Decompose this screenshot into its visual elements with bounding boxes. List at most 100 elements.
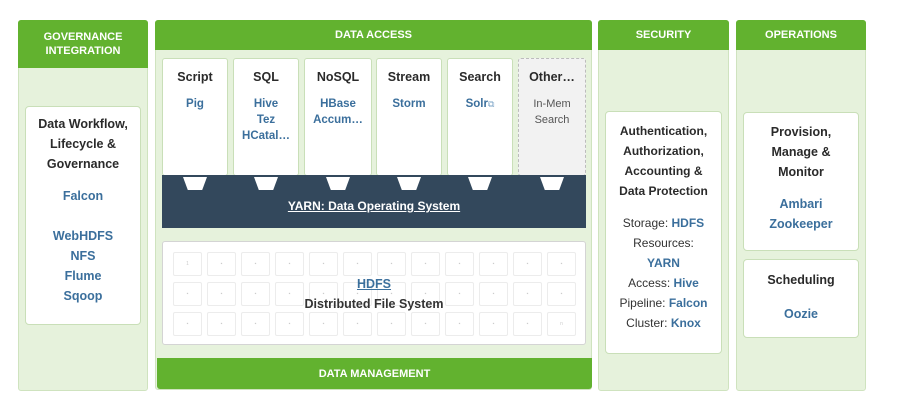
operations-card: Provision, Manage & Monitor Ambari Zooke… (743, 112, 859, 251)
webhdfs-link[interactable]: WebHDFS (52, 229, 114, 243)
hdfs-node-cell: ▪ (275, 252, 304, 276)
yarn-link[interactable]: YARN: Data Operating System (287, 199, 461, 213)
hdfs-node-cell: ▪ (377, 282, 406, 306)
governance-title-line: Governance (46, 157, 120, 171)
hdfs-node-cell: ▪ (411, 252, 440, 276)
accumulo-link[interactable]: Accum… (313, 114, 363, 126)
hcatalog-link[interactable]: HCatal… (242, 130, 290, 142)
governance-header: GOVERNANCE INTEGRATION (18, 20, 148, 68)
hdfs-node-cell: ▪ (309, 282, 338, 306)
governance-title-line: Lifecycle & (49, 137, 116, 151)
solr-link[interactable]: Solr (465, 98, 488, 110)
storage-hdfs-link[interactable]: HDFS (671, 216, 705, 230)
operations-title-line: Provision, (770, 125, 832, 139)
hdfs-node-cell: ▪ (513, 312, 542, 336)
scheduling-card: Scheduling Oozie (743, 259, 859, 338)
operations-column: OPERATIONS Provision, Manage & Monitor A… (736, 20, 866, 391)
pipeline-falcon-link[interactable]: Falcon (668, 296, 708, 310)
governance-column: GOVERNANCE INTEGRATION Data Workflow, Li… (18, 20, 148, 391)
pipeline-label: Pipeline: (619, 296, 666, 310)
hdfs-node-cell: ▪ (343, 312, 372, 336)
nfs-link[interactable]: NFS (70, 249, 96, 263)
hdfs-node-cell: ▪ (377, 312, 406, 336)
hdfs-node-cell: ▪ (513, 282, 542, 306)
external-link-icon[interactable]: ⧉ (487, 99, 495, 109)
hdfs-node-cell: ▪ (513, 252, 542, 276)
flume-link[interactable]: Flume (64, 269, 102, 283)
data-access-header: DATA ACCESS (155, 20, 592, 50)
hdfs-node-cell: ▪ (547, 282, 576, 306)
security-title-line: Accounting & (624, 164, 703, 178)
hdfs-node-cell: ▪ (241, 252, 270, 276)
pig-link[interactable]: Pig (186, 98, 204, 110)
funnel-icon (326, 177, 350, 190)
resources-yarn-link[interactable]: YARN (647, 256, 680, 270)
hbase-link[interactable]: HBase (320, 98, 356, 110)
resources-label: Resources: (633, 236, 694, 250)
hdfs-node-cell: ▪ (479, 282, 508, 306)
hdfs-node-cell: ▪ (445, 252, 474, 276)
hdfs-node-cell: n (547, 312, 576, 336)
hdfs-grid: 1▪▪▪▪▪▪▪▪▪▪▪▪▪▪▪▪▪▪▪▪▪▪▪▪▪▪▪▪▪▪▪▪▪▪n (162, 241, 586, 345)
zookeeper-link[interactable]: Zookeeper (769, 217, 833, 231)
cluster-knox-link[interactable]: Knox (670, 316, 701, 330)
governance-title-line: Data Workflow, (38, 117, 128, 131)
hdfs-node-cell: ▪ (241, 312, 270, 336)
engine-nosql[interactable]: NoSQL HBase Accum… (304, 58, 372, 176)
funnel-icon (397, 177, 421, 190)
access-hive-link[interactable]: Hive (673, 276, 699, 290)
hdfs-node-cell: ▪ (173, 282, 202, 306)
cluster-label: Cluster: (626, 316, 668, 330)
hdfs-subtitle: Distributed File System (304, 297, 444, 311)
hdfs-node-cell: ▪ (445, 312, 474, 336)
security-column: SECURITY Authentication, Authorization, … (598, 20, 729, 391)
yarn-layer (162, 175, 586, 228)
security-title-line: Authorization, (623, 144, 704, 158)
funnel-icon (183, 177, 207, 190)
oozie-link[interactable]: Oozie (783, 307, 819, 321)
ambari-link[interactable]: Ambari (779, 197, 823, 211)
hdfs-node-cell: ▪ (411, 312, 440, 336)
sqoop-link[interactable]: Sqoop (63, 289, 103, 303)
storm-link[interactable]: Storm (392, 98, 426, 110)
hdfs-node-cell: ▪ (479, 312, 508, 336)
engine-search[interactable]: Search Solr⧉ (447, 58, 513, 176)
hdfs-node-cell: ▪ (275, 312, 304, 336)
hdfs-node-cell: ▪ (207, 312, 236, 336)
hdfs-node-cell: ▪ (207, 282, 236, 306)
hdfs-node-cell: 1 (173, 252, 202, 276)
data-management-footer: DATA MANAGEMENT (157, 358, 592, 389)
hdfs-node-cell: ▪ (547, 252, 576, 276)
hdfs-node-cell: ▪ (207, 252, 236, 276)
hdfs-node-cell: ▪ (275, 282, 304, 306)
funnel-icon (540, 177, 564, 190)
hdfs-node-cell: ▪ (377, 252, 406, 276)
operations-header: OPERATIONS (736, 20, 866, 50)
hdfs-node-cell: ▪ (173, 312, 202, 336)
engine-other[interactable]: Other… In-Mem Search (518, 58, 586, 176)
security-header: SECURITY (598, 20, 729, 50)
engine-stream[interactable]: Stream Storm (376, 58, 442, 176)
search-label: Search (534, 114, 570, 126)
hdfs-node-cell: ▪ (309, 252, 338, 276)
governance-card: Data Workflow, Lifecycle & Governance Fa… (25, 106, 141, 325)
hdfs-node-cell: ▪ (343, 282, 372, 306)
in-memory-label: In-Mem (533, 98, 571, 110)
security-title-line: Data Protection (619, 184, 708, 198)
hdfs-node-cell: ▪ (241, 282, 270, 306)
tez-link[interactable]: Tez (256, 114, 276, 126)
operations-title-line: Manage & (771, 145, 831, 159)
hdfs-node-cell: ▪ (445, 282, 474, 306)
access-label: Access: (628, 276, 671, 290)
funnel-icon (254, 177, 278, 190)
funnel-icon (468, 177, 492, 190)
engine-sql[interactable]: SQL Hive Tez HCatal… (233, 58, 299, 176)
engine-script[interactable]: Script Pig (162, 58, 228, 176)
hdfs-link[interactable]: HDFS (356, 277, 392, 291)
operations-title-line: Monitor (778, 165, 824, 179)
hive-link[interactable]: Hive (253, 98, 279, 110)
falcon-link[interactable]: Falcon (62, 189, 104, 203)
hdfs-node-cell: ▪ (309, 312, 338, 336)
scheduling-title: Scheduling (767, 273, 835, 287)
security-card: Authentication, Authorization, Accountin… (605, 111, 722, 354)
